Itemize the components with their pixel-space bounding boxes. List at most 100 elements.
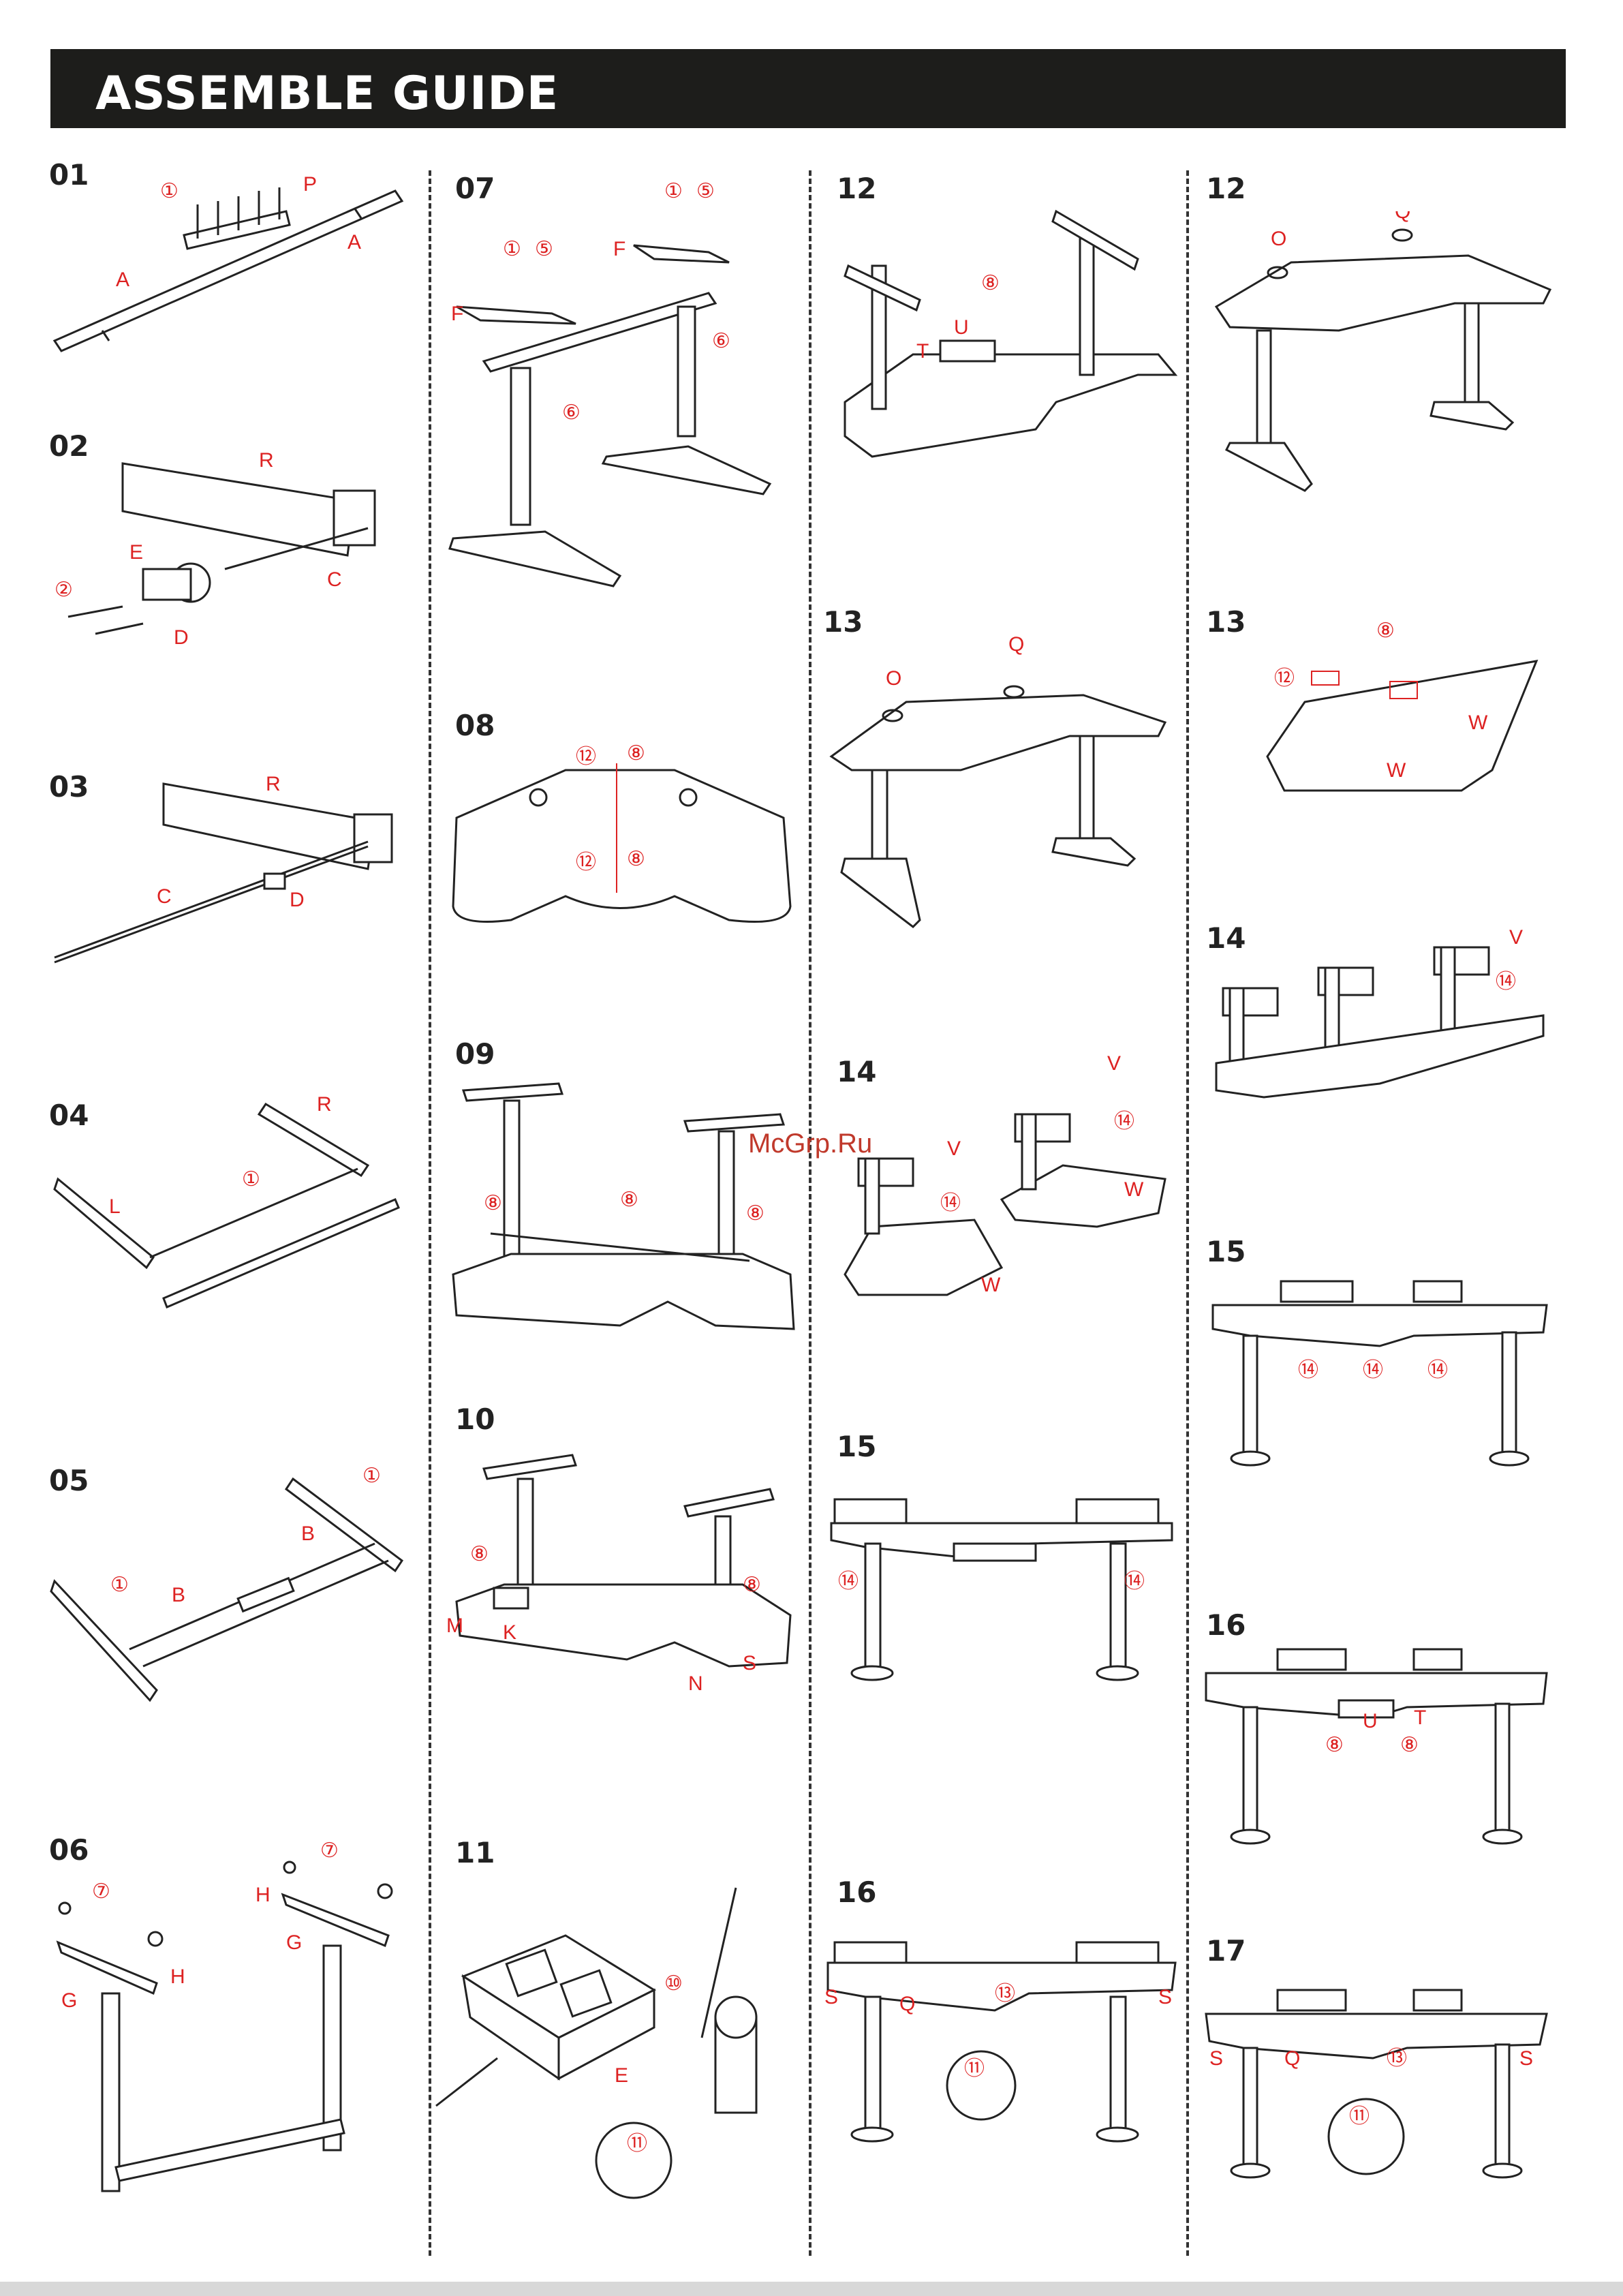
step-illustration: ⑧ M K ⑧ N S: [443, 1438, 797, 1697]
part-label: N: [688, 1672, 703, 1695]
part-label: ⑭: [1427, 1359, 1448, 1381]
part-label: O: [1271, 228, 1286, 250]
part-label: W: [981, 1274, 1001, 1296]
part-label: D: [174, 626, 189, 649]
part-label: S: [1519, 2047, 1533, 2070]
step-illustration: ⑫ ⑧ ⑫ ⑧: [443, 743, 797, 947]
step-illustration: ⑧ U ⑧ T: [1203, 1636, 1550, 1861]
part-label: ⑭: [1496, 970, 1516, 993]
step-number: 17: [1206, 1934, 1246, 1968]
step-number: 12: [1206, 172, 1246, 205]
part-label: ⑫: [1274, 667, 1295, 690]
step-illustration: O Q: [824, 634, 1179, 934]
part-label: ⑬: [995, 1983, 1015, 2005]
part-label: ⑧: [627, 743, 645, 765]
part-label: O: [886, 667, 901, 690]
part-label: V: [947, 1137, 961, 1160]
step-illustration: ⑭ ⑭: [824, 1486, 1179, 1690]
part-label: U: [954, 316, 969, 339]
part-label: ⑧: [627, 848, 645, 870]
part-label: ⑪: [964, 2057, 985, 2080]
part-label: ⑫: [576, 851, 596, 874]
part-label: E: [129, 541, 143, 564]
part-label: ⑤: [696, 180, 715, 202]
part-label: Q: [1284, 2047, 1300, 2070]
step-illustration: ⑭ ⑭ ⑭: [1209, 1268, 1550, 1479]
step-illustration: ⑩ E ⑪: [429, 1881, 797, 2208]
part-label: S: [824, 1986, 838, 2008]
step-illustration: R E ② D C: [48, 443, 416, 668]
step-illustration: ⑧ U T: [831, 198, 1179, 484]
part-label: ⑭: [1298, 1359, 1318, 1381]
step-number: 11: [455, 1836, 495, 1869]
part-label: ⑤: [535, 238, 553, 260]
part-label: A: [116, 269, 129, 291]
step-number: 16: [837, 1876, 876, 1909]
footer-band: [0, 2282, 1623, 2296]
part-label: T: [916, 340, 929, 363]
step-number: 15: [837, 1430, 876, 1463]
step-illustration: S Q ⑬ S ⑪: [824, 1922, 1179, 2154]
part-label: ⑧: [1400, 1734, 1419, 1756]
part-label: L: [109, 1195, 121, 1218]
step-number: 09: [455, 1037, 495, 1071]
part-label: S: [1158, 1986, 1172, 2008]
part-label: F: [451, 303, 463, 325]
part-label: ⑭: [1363, 1359, 1383, 1381]
part-label: W: [1468, 711, 1488, 734]
part-label: ⑪: [627, 2132, 647, 2155]
part-label: ⑧: [1325, 1734, 1344, 1756]
step-illustration: ① P A A: [48, 170, 416, 375]
part-label: ①: [664, 180, 683, 202]
part-label: ①: [503, 238, 521, 260]
part-label: M: [446, 1614, 463, 1637]
part-label: C: [157, 885, 172, 908]
part-label: P: [303, 173, 317, 196]
part-label: S: [1209, 2047, 1223, 2070]
part-label: ⑫: [576, 746, 596, 768]
part-label: ⑭: [940, 1192, 961, 1214]
part-label: V: [1509, 927, 1523, 949]
part-label: ⑦: [92, 1880, 110, 1903]
step-illustration: ① B ① B: [48, 1458, 416, 1717]
part-label: ⑭: [1114, 1110, 1134, 1133]
part-label: K: [503, 1621, 516, 1644]
part-label: ⑧: [484, 1192, 502, 1214]
part-label: G: [61, 1989, 77, 2012]
part-label: T: [1414, 1706, 1426, 1729]
part-label: D: [290, 889, 305, 911]
part-label: H: [170, 1965, 185, 1988]
part-label: E: [615, 2064, 628, 2087]
part-label: ⑧: [620, 1189, 638, 1211]
column-divider-3: [1186, 170, 1189, 2256]
part-label: R: [259, 449, 274, 472]
part-label: W: [1387, 759, 1406, 782]
step-number: 08: [455, 709, 495, 742]
part-label: ⑩: [664, 1972, 683, 1995]
step-illustration: R C D: [48, 763, 416, 981]
step-illustration: ⑧ ⑧ ⑧: [443, 1070, 797, 1343]
part-label: ⑥: [712, 330, 730, 352]
part-label: Q: [1008, 634, 1024, 656]
step-illustration: ⑦ H G ⑦ H G: [48, 1826, 416, 2208]
part-label: W: [1124, 1178, 1144, 1201]
part-label: ⑧: [1376, 619, 1395, 642]
part-label: S: [743, 1652, 756, 1674]
part-label: H: [256, 1884, 270, 1906]
part-label: R: [266, 773, 281, 795]
part-label: ⑭: [838, 1570, 859, 1593]
part-label: ⑬: [1387, 2047, 1407, 2070]
part-label: B: [172, 1584, 185, 1606]
part-label: ⑦: [320, 1839, 339, 1862]
step-illustration: ⑫ ⑧ W W: [1257, 613, 1571, 804]
part-label: U: [1363, 1710, 1378, 1732]
part-label: ⑧: [470, 1543, 489, 1565]
part-label: ①: [160, 180, 179, 202]
part-label: C: [327, 568, 342, 591]
part-label: ⑪: [1349, 2105, 1370, 2128]
step-number: 10: [455, 1403, 495, 1436]
part-label: Q: [1395, 211, 1410, 223]
part-label: A: [347, 231, 361, 254]
part-label: ⑧: [981, 272, 1000, 294]
guide-header: ASSEMBLE GUIDE: [50, 49, 1566, 128]
